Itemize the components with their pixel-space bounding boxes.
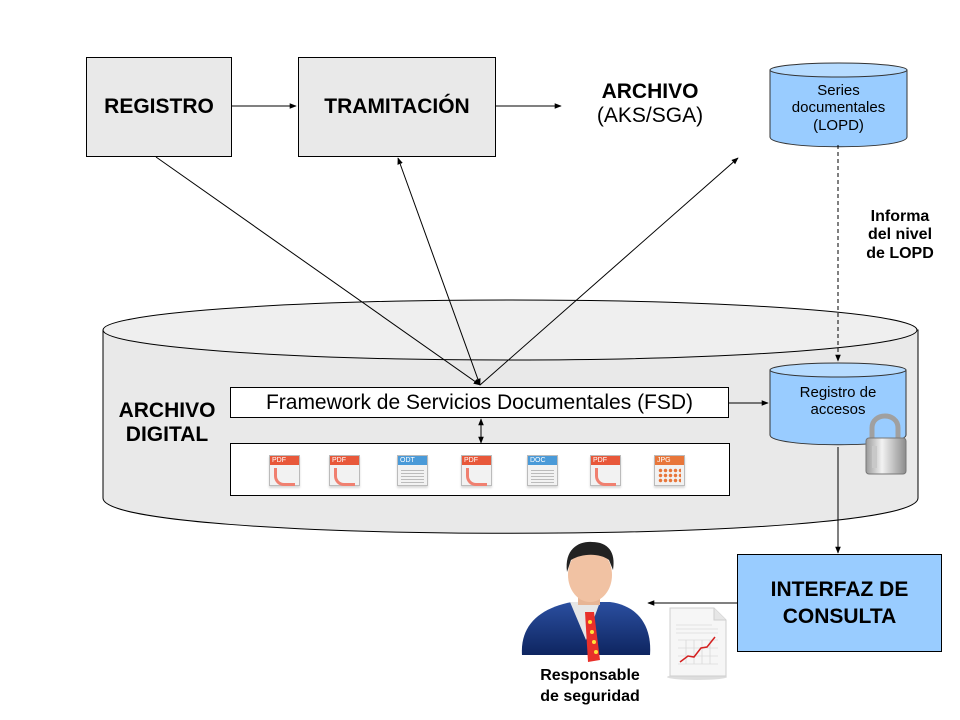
series-documentales-db bbox=[769, 62, 908, 148]
document-icon-type-label: PDF bbox=[270, 456, 299, 465]
document-icon-pdf: PDF bbox=[329, 455, 360, 486]
user-line1: Responsable bbox=[540, 667, 640, 684]
document-icon-body bbox=[466, 468, 487, 486]
document-icon-type-label: JPG bbox=[655, 456, 684, 465]
documents-box: PDF PDF ODT PDF DOC PDF JPG bbox=[230, 443, 730, 496]
registro-box: REGISTRO bbox=[86, 57, 232, 157]
lopd-line2: del nivel bbox=[867, 226, 933, 244]
arrow-fsd-archivo bbox=[479, 157, 739, 386]
fsd-box: Framework de Servicios Documentales (FSD… bbox=[230, 387, 729, 418]
document-icon-body bbox=[595, 468, 616, 486]
document-icon-jpg: JPG bbox=[654, 455, 685, 486]
interfaz-consulta-box: INTERFAZ DE CONSULTA bbox=[737, 554, 942, 652]
lopd-line3: de LOPD bbox=[866, 244, 934, 262]
series-db-label: Series documentales (LOPD) bbox=[770, 82, 907, 134]
document-icon-body bbox=[531, 468, 554, 483]
registro-accesos-label: Registro de accesos bbox=[770, 384, 906, 419]
user-avatar-icon bbox=[521, 541, 651, 662]
document-icon-body bbox=[334, 468, 355, 486]
user-label: Responsable de seguridad bbox=[520, 666, 660, 708]
series-line2: documentales bbox=[791, 99, 886, 117]
series-line3: (LOPD) bbox=[813, 116, 864, 134]
report-document-icon bbox=[667, 607, 727, 680]
registro-accesos-line1: Registro de bbox=[799, 384, 877, 401]
document-icon-body bbox=[401, 468, 424, 483]
document-icon-pdf: PDF bbox=[461, 455, 492, 486]
registro-accesos-line2: accesos bbox=[810, 401, 866, 419]
document-icon-type-label: PDF bbox=[591, 456, 620, 465]
archivo-subtitle: (AKS/SGA) bbox=[596, 104, 704, 128]
document-icon-pdf: PDF bbox=[269, 455, 300, 486]
series-line1: Series bbox=[817, 82, 860, 99]
document-icons: PDF PDF ODT PDF DOC PDF JPG bbox=[231, 444, 729, 495]
user-line2: de seguridad bbox=[540, 687, 640, 705]
archivo-digital-line2: DIGITAL bbox=[125, 423, 209, 447]
document-icon-doc: DOC bbox=[527, 455, 558, 486]
document-icon-pdf: PDF bbox=[590, 455, 621, 486]
archivo-digital-line1: ARCHIVO bbox=[118, 399, 216, 422]
document-icon-type-label: PDF bbox=[462, 456, 491, 465]
tramitacion-label: TRAMITACIÓN bbox=[324, 95, 470, 118]
lopd-line1: Informa bbox=[870, 208, 930, 225]
document-icon-type-label: ODT bbox=[398, 456, 427, 465]
lopd-note: Informa del nivel de LOPD bbox=[850, 208, 950, 263]
padlock-icon bbox=[865, 413, 907, 475]
tramitacion-box: TRAMITACIÓN bbox=[298, 57, 496, 157]
fsd-label: Framework de Servicios Documentales (FSD… bbox=[265, 390, 694, 414]
document-icon-body bbox=[658, 468, 681, 483]
document-icon-type-label: PDF bbox=[330, 456, 359, 465]
arrow-tramitacion-fsd bbox=[397, 157, 481, 386]
archivo-label: ARCHIVO (AKS/SGA) bbox=[565, 80, 735, 128]
document-icon-odt: ODT bbox=[397, 455, 428, 486]
interfaz-line2: CONSULTA bbox=[782, 605, 897, 628]
document-icon-type-label: DOC bbox=[528, 456, 557, 465]
registro-label: REGISTRO bbox=[104, 95, 214, 118]
interfaz-line1: INTERFAZ DE bbox=[770, 577, 909, 601]
archivo-digital-label: ARCHIVO DIGITAL bbox=[104, 399, 230, 447]
document-icon-body bbox=[274, 468, 295, 486]
archivo-title: ARCHIVO bbox=[601, 80, 699, 103]
